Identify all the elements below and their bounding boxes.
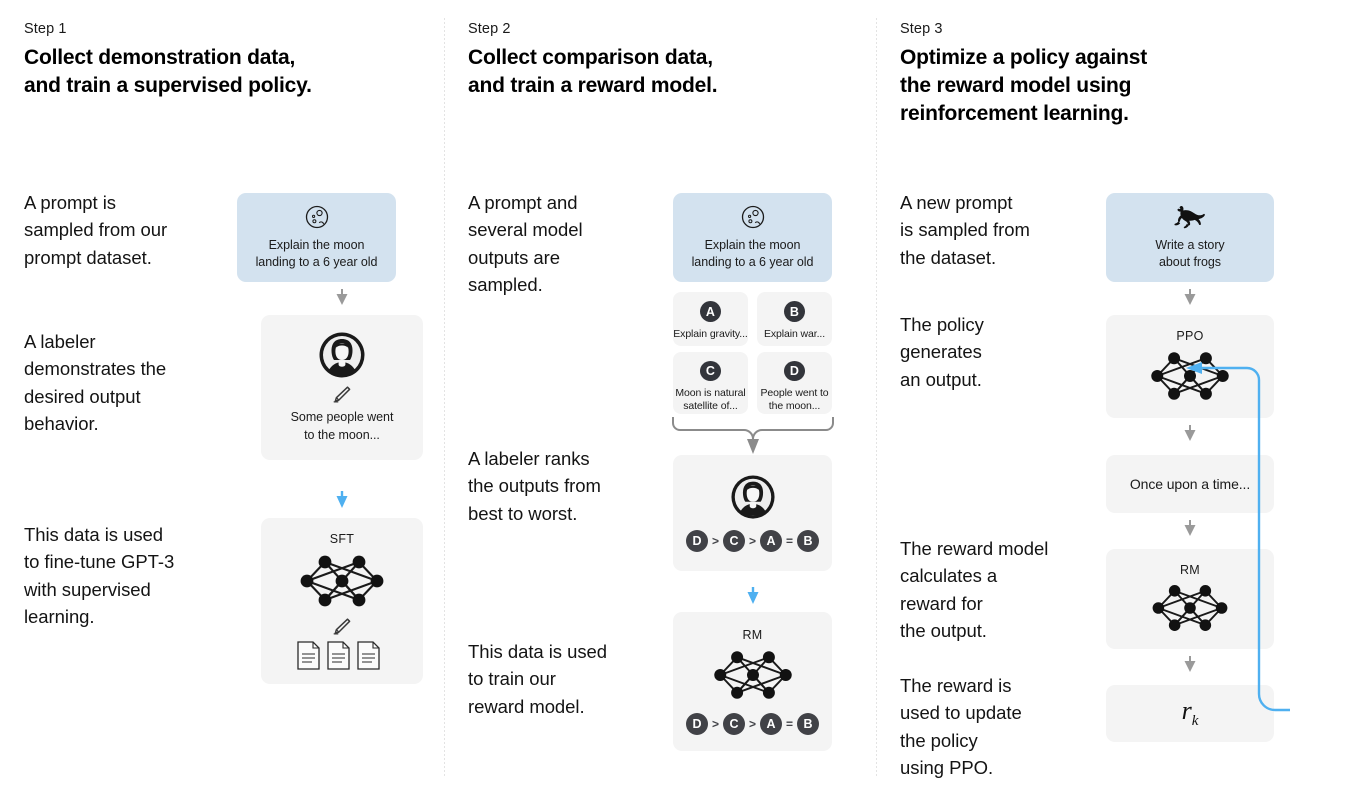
step-3-prompt-card[interactable]: Write a story about frogs <box>1106 193 1274 282</box>
step-2-title: Collect comparison data, and train a rew… <box>468 46 718 97</box>
step-1-label: Step 1 <box>24 21 67 37</box>
neural-network-icon <box>712 646 794 704</box>
arrow-ranking-to-rm <box>745 586 761 608</box>
step-2-prompt-card[interactable]: Explain the moon landing to a 6 year old <box>673 193 832 282</box>
rank-badge-4: B <box>797 530 820 552</box>
output-text-c: Moon is natural satellite of... <box>675 386 746 413</box>
feedback-loop-arrow <box>1172 358 1302 718</box>
output-badge-d: D <box>784 361 805 381</box>
step-3-paragraph-4: The reward is used to update the policy … <box>900 675 1022 779</box>
moon-icon <box>304 204 330 230</box>
arrow-rm-to-reward <box>1182 655 1198 675</box>
sft-label: SFT <box>329 531 355 546</box>
step-2-label: Step 2 <box>468 21 511 37</box>
step-3-output-card[interactable]: Once upon a time... <box>1106 455 1274 513</box>
neural-network-icon <box>1150 580 1230 636</box>
rank-operator-1: > <box>711 534 719 548</box>
output-badge-c: C <box>700 361 721 381</box>
output-card-d[interactable]: D People went to the moon... <box>757 352 832 414</box>
rm-rank-badge-3: A <box>760 713 782 735</box>
neural-network-icon <box>299 550 385 612</box>
rank-operator-3: = <box>786 534 794 548</box>
rank-badge-2: C <box>722 530 745 552</box>
step-1-paragraph-1: A prompt is sampled from our prompt data… <box>24 192 168 268</box>
step-1-prompt-card[interactable]: Explain the moon landing to a 6 year old <box>237 193 396 282</box>
labeler-avatar-icon <box>318 331 366 379</box>
rm-rank-operator-1: > <box>711 717 719 731</box>
rank-badge-1: D <box>685 530 708 552</box>
step-3-column: Step 3 Optimize a policy against the rew… <box>900 0 1320 796</box>
output-badge-a: A <box>700 301 721 322</box>
rm-rank-badge-4: B <box>797 713 820 735</box>
output-card-c[interactable]: C Moon is natural satellite of... <box>673 352 748 414</box>
reward-formula-base: r <box>1181 696 1192 726</box>
step-2-paragraph-1: A prompt and several model outputs are s… <box>468 192 583 296</box>
step-2-column: Step 2 Collect comparison data, and trai… <box>468 0 888 796</box>
step-3-output-text: Once upon a time... <box>1129 476 1251 492</box>
step-2-rm-card[interactable]: RM D <box>673 612 832 751</box>
rank-badge-3: A <box>760 530 782 552</box>
arrow-output-to-rm <box>1182 519 1198 539</box>
step-3-rm-card[interactable]: RM <box>1106 549 1274 649</box>
output-badge-b: B <box>784 301 805 322</box>
pencil-icon <box>331 385 353 403</box>
output-text-a: Explain gravity... <box>673 328 748 340</box>
step-3-paragraph-3: The reward model calculates a reward for… <box>900 538 1049 642</box>
rm-rank-badge-2: C <box>722 713 745 735</box>
brace-merge-arrow <box>671 415 835 457</box>
step-1-title: Collect demonstration data, and train a … <box>24 46 312 97</box>
rm-rank-badge-1: D <box>685 713 708 735</box>
rm-ranking-row: D > C > A = B <box>685 713 820 735</box>
ppo-label: PPO <box>1176 328 1204 343</box>
step-3-paragraph-1: A new prompt is sampled from the dataset… <box>900 192 1030 268</box>
step-1-labeler-card[interactable]: Some people went to the moon... <box>261 315 423 460</box>
moon-icon <box>740 204 766 230</box>
arrow-prompt-to-ppo <box>1182 288 1198 308</box>
rm-label: RM <box>742 628 763 642</box>
reward-formula: rk <box>1182 696 1199 730</box>
reward-formula-subscript: k <box>1191 713 1199 730</box>
step-2-paragraph-2: A labeler ranks the outputs from best to… <box>468 448 601 524</box>
output-text-b: Explain war... <box>763 328 826 340</box>
step-3-prompt-caption: Write a story about frogs <box>1155 237 1225 269</box>
labeler-avatar-icon <box>730 474 776 520</box>
arrow-prompt-to-labeler <box>334 288 350 308</box>
rm-rank-operator-3: = <box>786 717 794 731</box>
pencil-icon <box>331 617 353 635</box>
output-card-a[interactable]: A Explain gravity... <box>673 292 748 346</box>
arrow-labeler-to-sft <box>334 490 350 512</box>
neural-network-icon <box>1149 347 1231 405</box>
step-2-prompt-caption: Explain the moon landing to a 6 year old <box>691 237 814 269</box>
output-text-d: People went to the moon... <box>760 386 829 413</box>
frog-icon <box>1173 204 1207 230</box>
ranking-row: D > C > A = B <box>685 530 820 552</box>
column-divider-1 <box>444 18 445 778</box>
column-divider-2 <box>876 18 877 778</box>
rm-rank-operator-2: > <box>748 717 756 731</box>
step-1-paragraph-3: This data is used to fine-tune GPT-3 wit… <box>24 524 175 628</box>
step-3-paragraph-2: The policy generates an output. <box>900 314 984 390</box>
step-3-label: Step 3 <box>900 21 943 37</box>
documents-icon <box>296 640 388 671</box>
step-1-paragraph-2: A labeler demonstrates the desired outpu… <box>24 331 167 435</box>
step-2-ranking-card[interactable]: D > C > A = B <box>673 455 832 571</box>
arrow-ppo-to-output <box>1182 424 1198 444</box>
step-3-rm-label: RM <box>1179 562 1201 577</box>
output-card-b[interactable]: B Explain war... <box>757 292 832 346</box>
step-1-labeler-caption: Some people went to the moon... <box>290 410 394 442</box>
rank-operator-2: > <box>748 534 756 548</box>
step-1-column: Step 1 Collect demonstration data, and t… <box>24 0 444 796</box>
step-2-paragraph-3: This data is used to train our reward mo… <box>468 641 608 717</box>
step-1-sft-card[interactable]: SFT <box>261 518 423 684</box>
step-3-reward-card[interactable]: rk <box>1106 685 1274 742</box>
step-1-prompt-caption: Explain the moon landing to a 6 year old <box>255 237 378 269</box>
step-3-title: Optimize a policy against the reward mod… <box>900 46 1148 125</box>
